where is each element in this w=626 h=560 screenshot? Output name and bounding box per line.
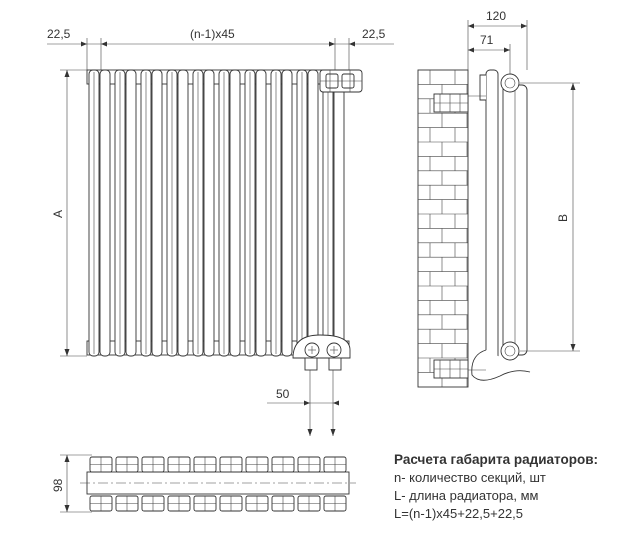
bottom-plug-icon [500,341,520,361]
section-cap [245,456,269,473]
section-cap [89,456,113,473]
depth-top-dimension [60,454,92,513]
section-cap [115,495,139,512]
section-cap [141,456,165,473]
depth-dimensions [467,20,528,74]
section-pipe [333,69,345,357]
wall-bracket-top [433,93,469,113]
wall-bracket-bottom [433,359,469,379]
legend-title: Расчета габарита радиаторов: [394,452,599,467]
bottom-bracket [471,349,531,381]
section-cap [323,456,347,473]
section-pipe [307,69,319,357]
legend-line-n: n- количество секций, шт [394,470,546,485]
offset-label: 50 [276,387,290,401]
section-cap [323,495,347,512]
thermostatic-valve-icon [319,69,363,93]
section-pipe [125,69,137,357]
section-cap [89,495,113,512]
section-cap [297,456,321,473]
height-a-label: A [51,210,65,218]
bottom-connection-icon [292,334,351,371]
section-cap [297,495,321,512]
section-cap [141,495,165,512]
front-view: 22,5 (n-1)x45 22,5 A 50 [47,27,394,436]
section-cap [271,495,295,512]
section-pipes [88,69,345,357]
offset-dimension [267,370,339,436]
height-a-dimension [60,69,87,357]
section-cap [167,456,191,473]
legend: Расчета габарита радиаторов: n- количест… [394,451,598,523]
height-b-label: B [556,214,570,222]
section-cap [115,456,139,473]
depth-total-label: 120 [486,9,506,23]
section-cap [193,456,217,473]
section-pipe [151,69,163,357]
section-cap [219,456,243,473]
section-pipe [255,69,267,357]
top-plug-icon [500,73,520,93]
section-cap [271,456,295,473]
section-pipe [203,69,215,357]
side-view: 120 71 B [417,9,580,388]
height-b-dimension [520,82,580,352]
side-section-back [485,69,499,371]
section-pipe [281,69,293,357]
pitch-label: (n-1)x45 [190,27,235,41]
section-cap [193,495,217,512]
section-cap [167,495,191,512]
section-pipe [229,69,241,357]
section-cap [245,495,269,512]
section-pipe [99,69,111,357]
top-bracket [479,74,486,101]
top-view-sections [89,456,347,512]
right-margin-label: 22,5 [362,27,386,41]
brick-wall [417,69,469,388]
top-dimension [47,38,394,70]
depth-axis-label: 71 [480,33,494,47]
section-cap [219,495,243,512]
legend-formula: L=(n-1)x45+22,5+22,5 [394,506,524,521]
left-margin-label: 22,5 [47,27,71,41]
top-view: 98 [51,454,356,513]
section-pipe [177,69,189,357]
depth-top-label: 98 [51,478,65,492]
legend-line-l: L- длина радиатора, мм [394,488,539,503]
